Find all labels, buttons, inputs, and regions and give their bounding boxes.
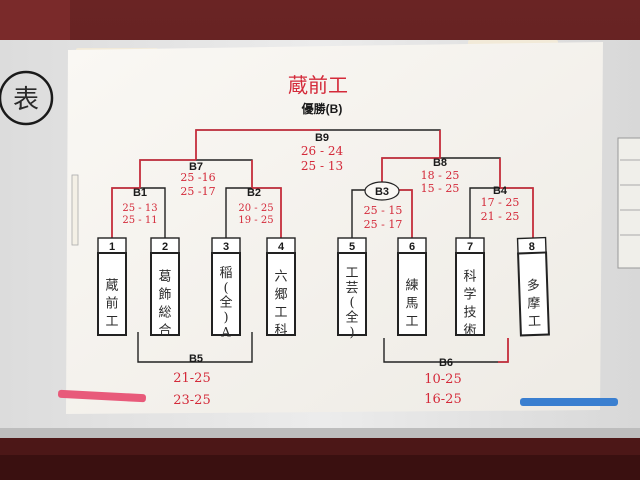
score-b1-set2: 25 - 11: [122, 215, 157, 226]
team-card-1: 1 蔵前工: [97, 237, 127, 336]
winner-name: 蔵前工: [288, 73, 348, 97]
team-name-card: [97, 252, 127, 336]
bracket-title: 優勝(B): [301, 101, 343, 116]
score-b2-set2: 19 - 25: [238, 215, 273, 226]
team-seed: 7: [467, 241, 473, 253]
match-label-b7: B7: [189, 161, 203, 173]
match-label-b4: B4: [493, 185, 508, 197]
team-name: 六郷工科: [274, 270, 287, 339]
score-b4-set1: 17 - 25: [481, 196, 520, 209]
team-name: 多摩工: [526, 277, 541, 329]
score-b5-set1: 21-25: [173, 371, 210, 386]
match-label-b3: B3: [375, 186, 389, 198]
score-b1-set1: 25 - 13: [122, 203, 157, 214]
team-name: 練馬工: [405, 279, 418, 330]
curtain-fold: [0, 0, 70, 45]
team-name: 稲(全)A: [219, 266, 232, 340]
score-b8-set1: 18 - 25: [421, 169, 460, 182]
team-card-3: 3 稲(全)A: [211, 237, 241, 340]
score-b8-set2: 15 - 25: [421, 182, 460, 195]
marker-blue: [520, 398, 618, 406]
floor-strip: [0, 455, 640, 480]
side-sheet: [617, 137, 640, 269]
team-name: 科学技術: [463, 270, 476, 339]
team-seed: 4: [278, 241, 285, 253]
team-name: 葛飾総合: [158, 270, 171, 339]
team-seed: 3: [223, 241, 229, 253]
bracket-paper: [66, 42, 603, 414]
score-b3-set2: 25 - 17: [364, 218, 403, 231]
team-name-card: [150, 252, 180, 336]
winner-path: [111, 129, 534, 363]
team-card-2: 2 葛飾総合: [150, 237, 180, 339]
score-b4-set2: 21 - 25: [481, 210, 520, 223]
team-seed: 6: [409, 241, 415, 253]
team-card-4: 4 六郷工科: [266, 237, 296, 339]
match-label-b5: B5: [189, 353, 203, 365]
team-name-card: [455, 252, 485, 336]
team-card-8: 8 多摩工: [516, 236, 550, 337]
team-seed: 5: [349, 241, 355, 253]
match-scores: 25 - 13 25 - 11 20 - 25 19 - 25 25 - 15 …: [122, 144, 519, 408]
match-label-b8: B8: [433, 157, 447, 169]
score-b5-set2: 23-25: [173, 393, 210, 408]
team-card-7: 7 科学技術: [455, 237, 485, 339]
match-labels: B1 B2 B3 B4 B5 B6 B7 B8 B9: [133, 132, 508, 369]
team-seed: 1: [109, 241, 115, 253]
match-label-b1: B1: [133, 187, 147, 199]
corner-mark: 表: [0, 70, 54, 126]
team-name-card: [266, 252, 296, 336]
marker-pink: [58, 389, 146, 403]
score-b9-set1: 26 - 24: [301, 144, 344, 158]
score-b6-set2: 16-25: [424, 392, 461, 407]
paper-left-magnet: [71, 174, 79, 246]
team-name: 工芸(全): [345, 266, 358, 340]
score-b2-set1: 20 - 25: [238, 203, 273, 214]
match-label-b2: B2: [247, 187, 261, 199]
score-b9-set2: 25 - 13: [301, 159, 343, 173]
team-name-card: [337, 252, 367, 336]
team-seed: 2: [162, 241, 168, 253]
match-label-b9: B9: [315, 132, 329, 144]
team-name-card: [211, 252, 241, 336]
score-b7-set2: 25 -17: [180, 185, 215, 198]
b3-circle: [364, 181, 400, 201]
score-b3-set1: 25 - 15: [364, 204, 403, 217]
whiteboard-tray: [0, 428, 640, 438]
team-seed: 8: [529, 241, 536, 253]
match-label-b6: B6: [439, 357, 453, 369]
team-name: 蔵前工: [105, 279, 118, 330]
team-name-card: [397, 252, 427, 336]
team-card-5: 5 工芸(全): [337, 237, 367, 340]
score-b6-set1: 10-25: [424, 372, 461, 387]
team-name-card: [517, 251, 550, 337]
team-cards: 1 蔵前工 2 葛飾総合 3 稲(全)A 4 六郷工科 5 工芸(全) 6 練馬工 7 科学技術 8 多摩工: [97, 236, 550, 340]
score-b7-set1: 25 -16: [180, 171, 215, 184]
team-card-6: 6 練馬工: [397, 237, 427, 336]
corner-mark-text: 表: [13, 85, 39, 115]
